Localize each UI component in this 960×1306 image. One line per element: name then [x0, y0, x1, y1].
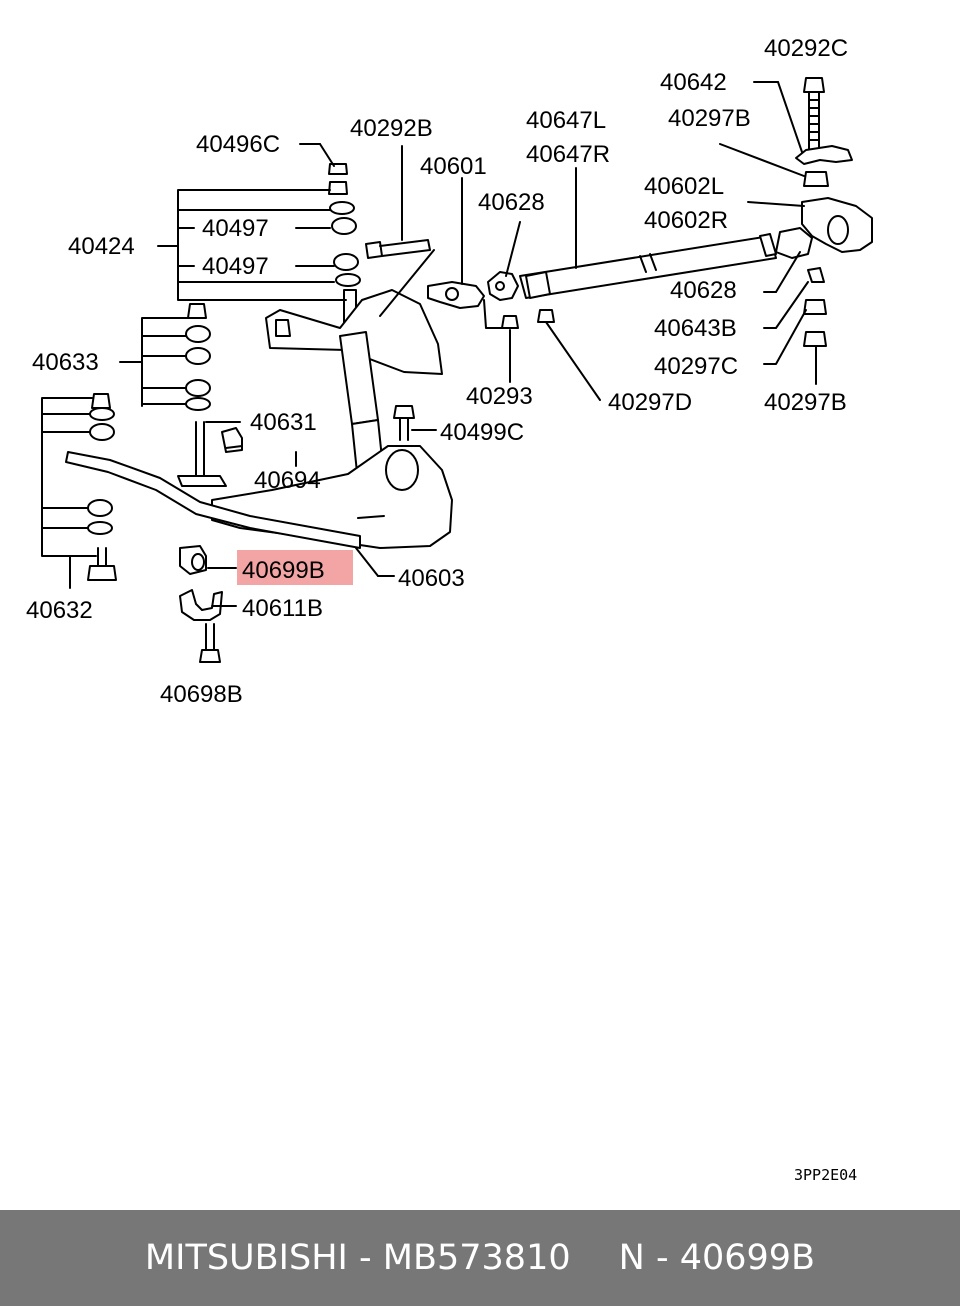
nut-40297B-bottom[interactable] — [803, 331, 827, 347]
diagram-code: 3PP2E04 — [794, 1166, 857, 1184]
label-40603[interactable]: 40603 — [398, 565, 465, 592]
label-40292C[interactable]: 40292C — [764, 35, 848, 62]
label-40297B-top[interactable]: 40297B — [668, 105, 751, 132]
frame-bracket — [265, 289, 443, 375]
label-40631[interactable]: 40631 — [250, 409, 317, 436]
label-40496C[interactable]: 40496C — [196, 131, 280, 158]
nut-40297B-top[interactable] — [803, 171, 829, 187]
label-40628-b[interactable]: 40628 — [670, 277, 737, 304]
label-40628-a[interactable]: 40628 — [478, 189, 545, 216]
bolt-40698B[interactable] — [199, 623, 221, 663]
label-40424[interactable]: 40424 — [68, 233, 135, 260]
label-40643B[interactable]: 40643B — [654, 315, 737, 342]
link-stack-40632[interactable] — [87, 393, 117, 581]
bushing-40699B[interactable] — [179, 545, 207, 575]
nut-40297C[interactable] — [803, 299, 827, 315]
pivot-bolt-40292C[interactable] — [803, 77, 825, 151]
center-link-40647[interactable] — [519, 233, 777, 299]
part-labels: 40292C 40642 40297B 40647L 40647R 40292B… — [26, 35, 857, 1184]
label-40497-a[interactable]: 40497 — [202, 215, 269, 242]
label-40297B-bottom[interactable]: 40297B — [764, 389, 847, 416]
label-40601[interactable]: 40601 — [420, 153, 487, 180]
label-40297D[interactable]: 40297D — [608, 389, 692, 416]
label-40497-b[interactable]: 40497 — [202, 253, 269, 280]
parts-diagram: 40292C 40642 40297B 40647L 40647R 40292B… — [26, 35, 873, 1184]
label-40698B[interactable]: 40698B — [160, 681, 243, 708]
stud-40631[interactable] — [177, 421, 227, 487]
bolt-40499C[interactable] — [393, 405, 415, 441]
pitman-arm-40601[interactable] — [427, 281, 485, 309]
ref-separator: - — [655, 1238, 669, 1278]
bushing-stack-40633[interactable] — [185, 303, 211, 411]
bolt-40292B[interactable] — [365, 239, 431, 259]
label-40699B[interactable]: 40699B — [242, 557, 325, 584]
label-40602L[interactable]: 40602L — [644, 173, 724, 200]
label-40499C[interactable]: 40499C — [440, 419, 524, 446]
footer-bar: MITSUBISHI - MB573810 N - 40699B — [0, 1210, 960, 1306]
idler-arm-40602[interactable] — [775, 197, 873, 259]
ref-number: 40699B — [679, 1238, 816, 1278]
label-40647L[interactable]: 40647L — [526, 107, 606, 134]
nut-40297D[interactable] — [537, 309, 555, 323]
separator: - — [359, 1238, 372, 1278]
stabilizer-bar-40603[interactable] — [65, 451, 361, 549]
ref-prefix: N — [618, 1238, 645, 1278]
nut-40293[interactable] — [501, 315, 519, 329]
part-number: MB573810 — [382, 1238, 571, 1278]
label-40611B[interactable]: 40611B — [242, 595, 323, 622]
label-40647R[interactable]: 40647R — [526, 141, 610, 168]
label-40292B[interactable]: 40292B — [350, 115, 433, 142]
cotter-40643B[interactable] — [807, 267, 825, 283]
label-40297C[interactable]: 40297C — [654, 353, 738, 380]
bracket-40642[interactable] — [795, 145, 853, 165]
label-40633[interactable]: 40633 — [32, 349, 99, 376]
label-40694[interactable]: 40694 — [254, 467, 321, 494]
highlight-box — [237, 550, 353, 585]
brand-name: MITSUBISHI — [144, 1238, 348, 1278]
dust-boot-40628-left[interactable] — [487, 271, 519, 301]
label-40632[interactable]: 40632 — [26, 597, 93, 624]
label-40642[interactable]: 40642 — [660, 69, 727, 96]
shock-stack-40424[interactable] — [328, 163, 361, 327]
bracket-40611B[interactable] — [179, 589, 223, 621]
label-40293[interactable]: 40293 — [466, 383, 533, 410]
block-40694[interactable] — [221, 427, 243, 453]
label-40602R[interactable]: 40602R — [644, 207, 728, 234]
